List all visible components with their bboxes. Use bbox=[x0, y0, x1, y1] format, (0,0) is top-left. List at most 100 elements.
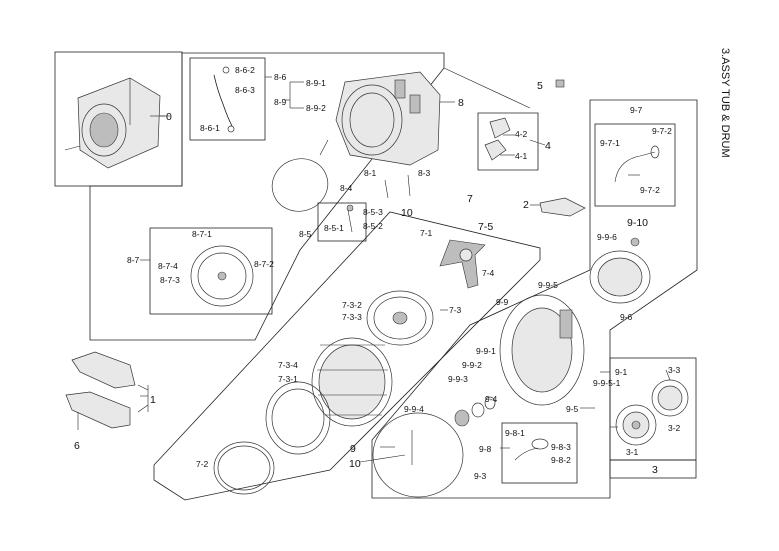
callout-8-6-2: 8-6-2 bbox=[235, 65, 255, 75]
part-9-10-nut bbox=[630, 237, 640, 247]
callout-8-6-3: 8-6-3 bbox=[235, 85, 255, 95]
part-8-7-door-frame bbox=[190, 245, 254, 307]
callout-9-9-3: 9-9-3 bbox=[448, 374, 468, 384]
part-9-9-6-motor bbox=[589, 250, 651, 304]
callout-8-9-1: 8-9-1 bbox=[306, 78, 326, 88]
part-2-bracket bbox=[539, 197, 586, 217]
part-0-washer bbox=[64, 77, 165, 169]
callout-9-4: 9-4 bbox=[485, 394, 498, 404]
callout-9-9-5-1: 9-9-5-1 bbox=[593, 378, 621, 388]
part-7-spider bbox=[439, 239, 486, 289]
callout-7-1: 7-1 bbox=[420, 228, 433, 238]
frame-assy-7 bbox=[153, 211, 541, 501]
part-7-3-drum-back bbox=[366, 290, 434, 346]
callout-9-7-1: 9-7-1 bbox=[600, 138, 620, 148]
callout-7: 7 bbox=[467, 193, 473, 205]
frame-assy-4 bbox=[477, 112, 539, 171]
callout-9-7-2-top: 9-7-2 bbox=[652, 126, 672, 136]
callout-9-5: 9-5 bbox=[566, 404, 579, 414]
part-7-2-drum-ring bbox=[265, 381, 331, 455]
part-9-7-hose bbox=[614, 145, 660, 183]
part-8-6-hose bbox=[213, 66, 235, 133]
callout-7-5: 7-5 bbox=[478, 221, 493, 233]
callout-8-7-2: 8-7-2 bbox=[254, 259, 274, 269]
frame-9-7 bbox=[594, 123, 676, 207]
callout-7-3-1: 7-3-1 bbox=[278, 374, 298, 384]
part-4-bracket bbox=[484, 117, 511, 161]
part-8-tub-front bbox=[335, 71, 441, 166]
callout-4-1: 4-1 bbox=[515, 151, 528, 161]
callout-9-9-6: 9-9-6 bbox=[597, 232, 617, 242]
callout-labels: 0 1 2 3 3-1 3-2 3-3 4 4-1 4-2 5 6 7 7-1 … bbox=[74, 65, 681, 481]
callout-9-10: 9-10 bbox=[627, 217, 648, 229]
callout-7-3: 7-3 bbox=[449, 305, 462, 315]
callout-8-6-1: 8-6-1 bbox=[200, 123, 220, 133]
callout-8: 8 bbox=[458, 97, 464, 109]
callout-8-9-2: 8-9-2 bbox=[306, 103, 326, 113]
callout-9-9-5: 9-9-5 bbox=[538, 280, 558, 290]
callout-9-1: 9-1 bbox=[615, 367, 628, 377]
callout-2: 2 bbox=[523, 199, 529, 211]
frame-9-8 bbox=[501, 422, 578, 484]
callout-9-9: 9-9 bbox=[496, 297, 509, 307]
callout-9-8-2: 9-8-2 bbox=[551, 455, 571, 465]
callout-9: 9 bbox=[350, 443, 356, 455]
diagram-title: 3.ASSY TUB & DRUM bbox=[719, 48, 731, 158]
part-7-3-drum bbox=[311, 337, 393, 427]
frame-assy-8 bbox=[89, 52, 445, 341]
callout-10-top: 10 bbox=[401, 207, 413, 219]
callout-8-9: 8-9 bbox=[274, 97, 287, 107]
callout-8-7-3: 8-7-3 bbox=[160, 275, 180, 285]
callout-6: 6 bbox=[74, 440, 80, 452]
part-8-small-parts bbox=[319, 139, 411, 199]
callout-9-8: 9-8 bbox=[479, 444, 492, 454]
callout-9-8-3: 9-8-3 bbox=[551, 442, 571, 452]
callout-8-5: 8-5 bbox=[299, 229, 312, 239]
frame-8-5 bbox=[317, 202, 367, 242]
frame-assy-9 bbox=[371, 99, 698, 499]
callout-7-3-2: 7-3-2 bbox=[342, 300, 362, 310]
part-3-pulley bbox=[615, 379, 689, 446]
callout-9-9-1: 9-9-1 bbox=[476, 346, 496, 356]
callout-8-5-1: 8-5-1 bbox=[324, 223, 344, 233]
part-9-8-pump bbox=[514, 438, 549, 461]
part-1-brackets bbox=[65, 351, 149, 430]
callout-7-4: 7-4 bbox=[482, 268, 495, 278]
callout-3-3: 3-3 bbox=[668, 365, 681, 375]
callout-3: 3 bbox=[652, 464, 658, 476]
callout-4: 4 bbox=[545, 140, 551, 152]
callout-1: 1 bbox=[150, 394, 156, 406]
callout-9-6: 9-6 bbox=[620, 312, 633, 322]
callout-8-1: 8-1 bbox=[364, 168, 377, 178]
callout-8-5-2: 8-5-2 bbox=[363, 221, 383, 231]
callout-8-7-1: 8-7-1 bbox=[192, 229, 212, 239]
part-9-9-seals bbox=[454, 396, 496, 427]
callout-8-6: 8-6 bbox=[274, 72, 287, 82]
callout-9-8-1: 9-8-1 bbox=[505, 428, 525, 438]
part-8-5-sensor bbox=[346, 204, 354, 233]
frame-8-7 bbox=[149, 227, 273, 315]
callout-3-2: 3-2 bbox=[668, 423, 681, 433]
part-7-2-balancer bbox=[213, 441, 275, 495]
callout-8-7-4: 8-7-4 bbox=[158, 261, 178, 271]
callout-8-3: 8-3 bbox=[418, 168, 431, 178]
callout-8-4: 8-4 bbox=[340, 183, 353, 193]
frame-8-6 bbox=[189, 57, 266, 141]
callout-7-3-3: 7-3-3 bbox=[342, 312, 362, 322]
callout-3-1: 3-1 bbox=[626, 447, 639, 457]
callout-9-7: 9-7 bbox=[630, 105, 643, 115]
part-9-9-4-ring bbox=[372, 412, 464, 498]
callout-9-7-2-bottom: 9-7-2 bbox=[640, 185, 660, 195]
leader-lines bbox=[140, 76, 671, 463]
callout-7-3-4: 7-3-4 bbox=[278, 360, 298, 370]
callout-9-9-4: 9-9-4 bbox=[404, 404, 424, 414]
callout-8-7: 8-7 bbox=[127, 255, 140, 265]
callout-7-2: 7-2 bbox=[196, 459, 209, 469]
callout-5: 5 bbox=[537, 80, 543, 92]
callout-0: 0 bbox=[166, 111, 172, 123]
callout-9-9-2: 9-9-2 bbox=[462, 360, 482, 370]
callout-9-3: 9-3 bbox=[474, 471, 487, 481]
section-frames bbox=[54, 51, 698, 501]
